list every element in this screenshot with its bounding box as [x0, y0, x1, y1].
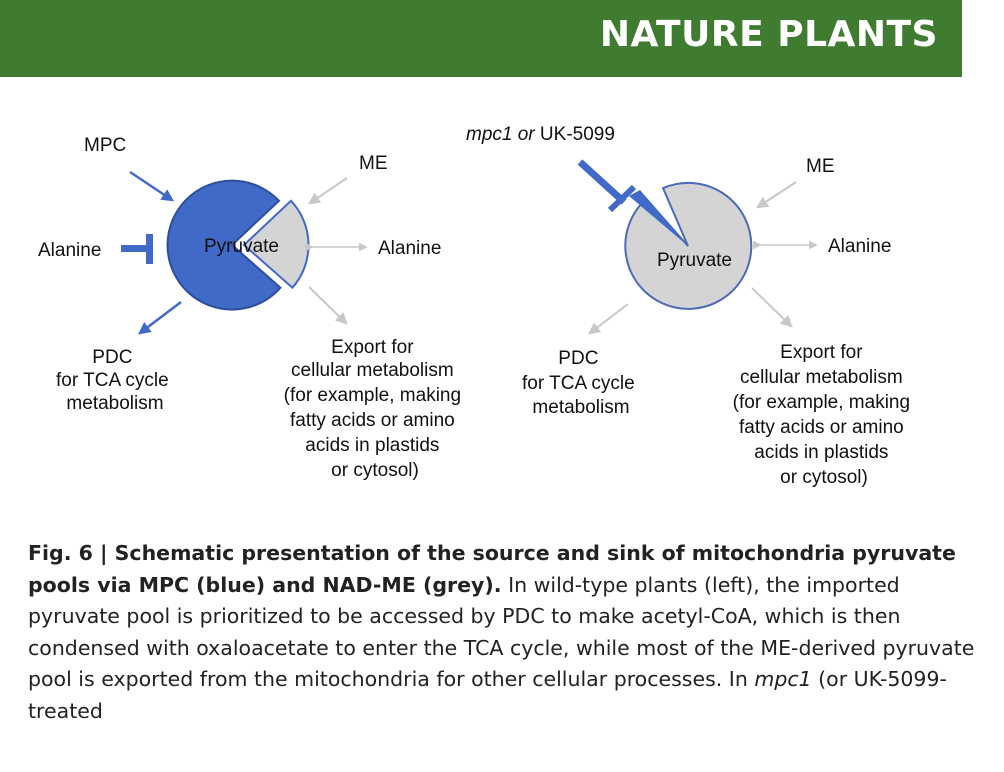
alanine-inhibition-cap — [146, 234, 153, 264]
export-arrow-right — [751, 287, 793, 328]
me-label-right: ME — [806, 156, 835, 177]
mpc-label: MPC — [84, 135, 126, 156]
inhibitor-cap — [607, 184, 637, 213]
figure-number: Fig. 6 | — [28, 541, 115, 565]
journal-header-bar: NATURE PLANTS — [0, 0, 962, 77]
pyruvate-pool-diagram: Pyruvate MPC ME Alanine Alanine PDC for … — [38, 124, 916, 488]
inhibitor-bar — [577, 159, 627, 205]
inhibitor-label: mpc1 or UK-5099 — [466, 124, 615, 145]
mpc-pool-wedge — [166, 179, 282, 311]
pdc-label-left: PDC for TCA cycle metabolism — [56, 347, 174, 414]
left-panel-wild-type: Pyruvate MPC ME Alanine Alanine PDC for … — [38, 135, 467, 481]
me-arrow-right — [755, 181, 797, 209]
pyruvate-label-left: Pyruvate — [204, 236, 279, 257]
pdc-arrow-left — [138, 301, 182, 335]
export-label-left: Export for cellular metabolism (for exam… — [284, 337, 467, 481]
alanine-inhibition-bar — [121, 245, 149, 252]
export-label-right: Export for cellular metabolism (for exam… — [733, 342, 916, 488]
pdc-label-right: PDC for TCA cycle metabolism — [522, 348, 640, 418]
mpc-pool-sliver — [629, 190, 688, 246]
alanine-label-right: Alanine — [828, 236, 891, 257]
me-label-left: ME — [359, 153, 388, 174]
figure-title: Schematic presentation of the source and… — [28, 541, 956, 597]
right-panel-mpc1: Pyruvate mpc1 or UK-5099 ME Alanine PDC … — [466, 124, 916, 488]
pyruvate-label-right: Pyruvate — [657, 250, 732, 271]
figure-6-schematic: Pyruvate MPC ME Alanine Alanine PDC for … — [0, 90, 1004, 520]
alanine-label-right-left-panel: Alanine — [378, 238, 441, 259]
alanine-label-left: Alanine — [38, 240, 101, 261]
me-arrow-left — [308, 177, 348, 205]
caption-body-part-1: In wild-type plants (left), the imported… — [28, 572, 975, 692]
mpc-arrow — [129, 170, 175, 202]
caption-gene-mpc1: mpc1 — [754, 667, 812, 691]
journal-name: NATURE PLANTS — [599, 14, 938, 55]
pdc-arrow-right — [588, 303, 629, 335]
export-arrow-left — [308, 286, 348, 325]
figure-caption: Fig. 6 | Schematic presentation of the s… — [28, 538, 978, 727]
caption-body-part-2: (or UK-5099-treated — [28, 667, 947, 723]
